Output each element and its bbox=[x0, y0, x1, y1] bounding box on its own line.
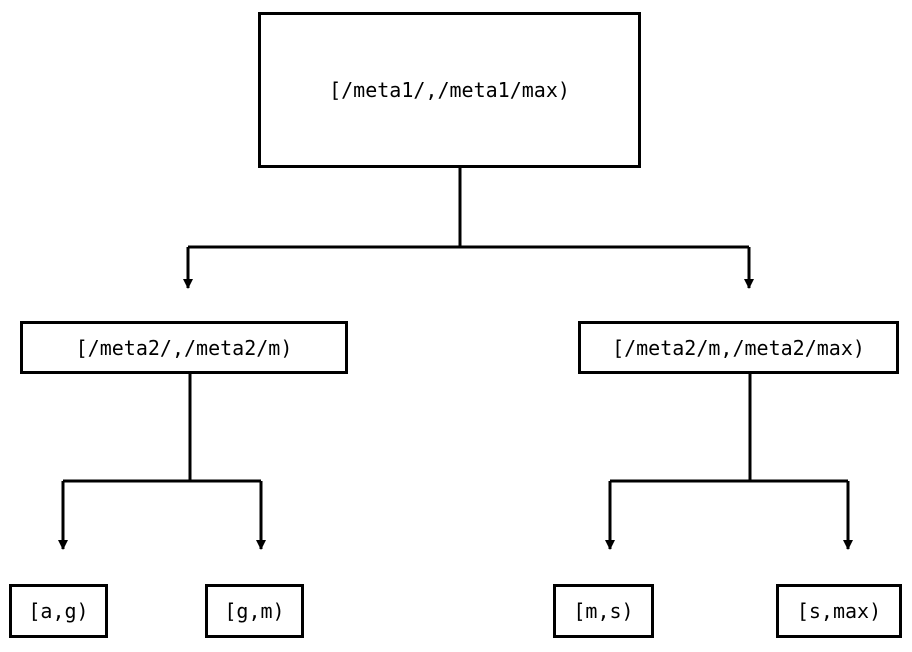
tree-node-leaf-ag-label: [a,g) bbox=[28, 599, 89, 623]
tree-node-meta2-low[interactable]: [/meta2/,/meta2/m) bbox=[20, 321, 348, 374]
tree-node-leaf-gm[interactable]: [g,m) bbox=[205, 584, 304, 638]
tree-node-leaf-ms[interactable]: [m,s) bbox=[553, 584, 654, 638]
tree-node-meta2-high[interactable]: [/meta2/m,/meta2/max) bbox=[578, 321, 899, 374]
edge-meta2-low-to-leaves bbox=[58, 374, 266, 550]
tree-node-meta2-low-label: [/meta2/,/meta2/m) bbox=[75, 335, 293, 360]
tree-node-leaf-ag[interactable]: [a,g) bbox=[9, 584, 108, 638]
tree-node-leaf-ms-label: [m,s) bbox=[573, 599, 634, 623]
edge-meta2-high-to-leaves bbox=[605, 374, 853, 550]
tree-node-leaf-smax-label: [s,max) bbox=[796, 599, 882, 623]
tree-node-root-label: [/meta1/,/meta1/max) bbox=[329, 78, 570, 102]
edge-root-to-level2 bbox=[183, 168, 754, 289]
tree-node-leaf-gm-label: [g,m) bbox=[224, 599, 285, 623]
tree-node-leaf-smax[interactable]: [s,max) bbox=[776, 584, 902, 638]
tree-node-meta2-high-label: [/meta2/m,/meta2/max) bbox=[612, 335, 865, 360]
tree-node-root[interactable]: [/meta1/,/meta1/max) bbox=[258, 12, 641, 168]
